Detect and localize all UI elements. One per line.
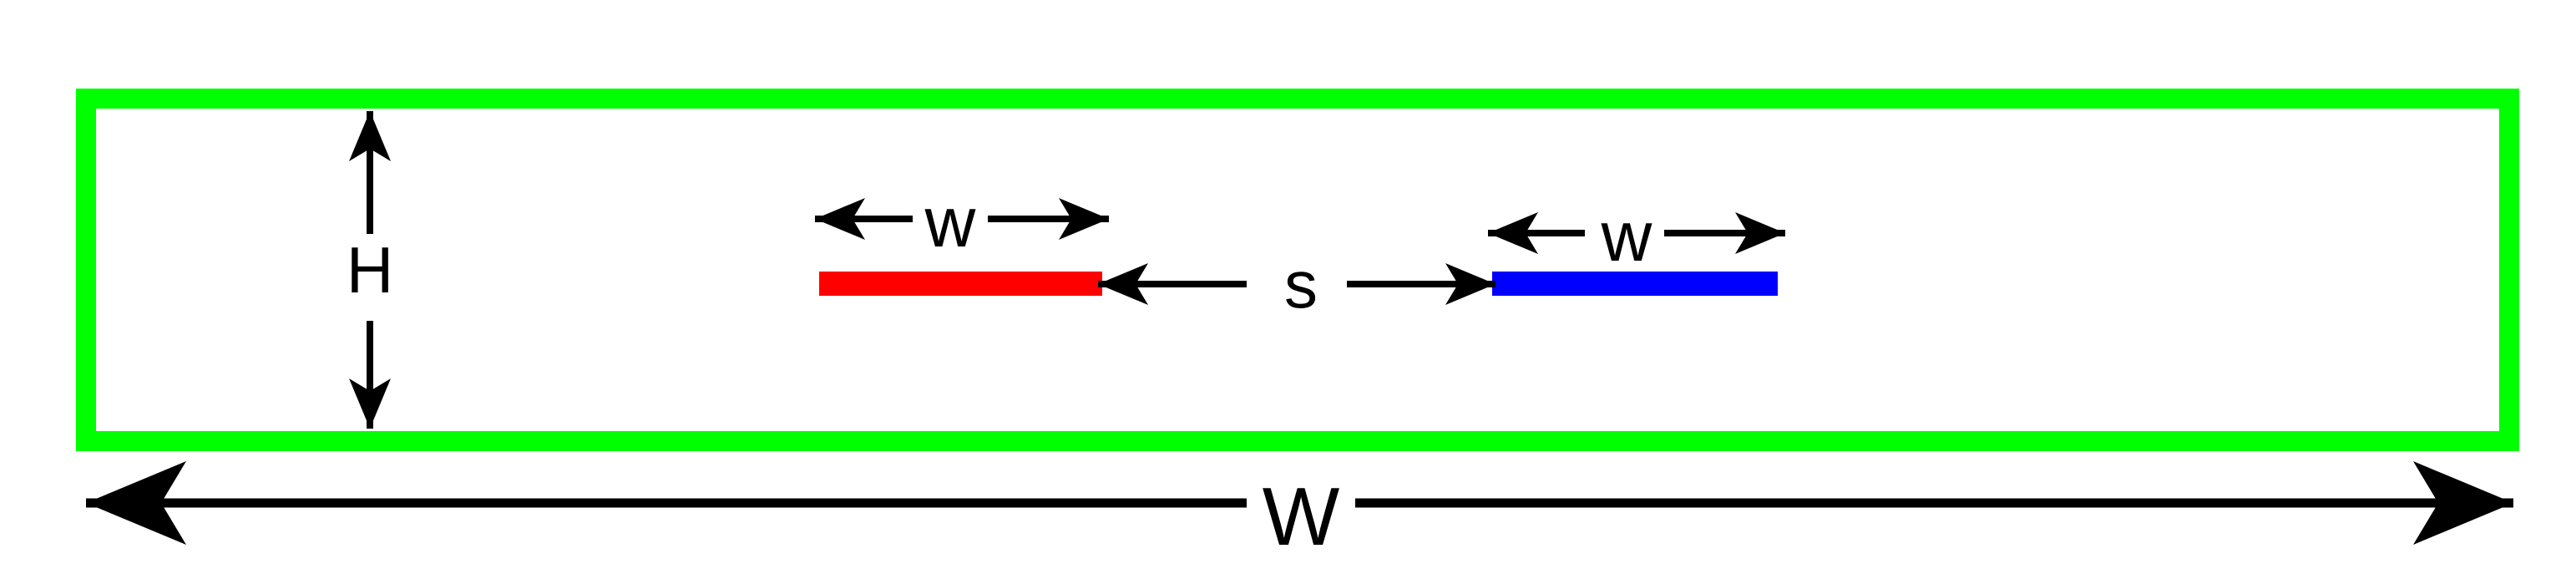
- enclosure-outline: [76, 89, 2519, 451]
- left-strip-width-dimension: w: [815, 183, 1109, 262]
- left-conductor-strip: [819, 272, 1102, 296]
- height-label: H: [347, 233, 393, 307]
- width-dimension: W: [86, 461, 2513, 562]
- spacing-dimension: s: [1098, 247, 1495, 322]
- right-conductor-strip: [1492, 272, 1778, 296]
- spacing-label: s: [1284, 247, 1318, 322]
- right-strip-width-label: w: [1601, 197, 1652, 276]
- left-strip-width-label: w: [924, 183, 976, 262]
- right-strip-width-dimension: w: [1488, 197, 1785, 276]
- height-dimension: H: [347, 111, 393, 429]
- width-label: W: [1263, 470, 1340, 562]
